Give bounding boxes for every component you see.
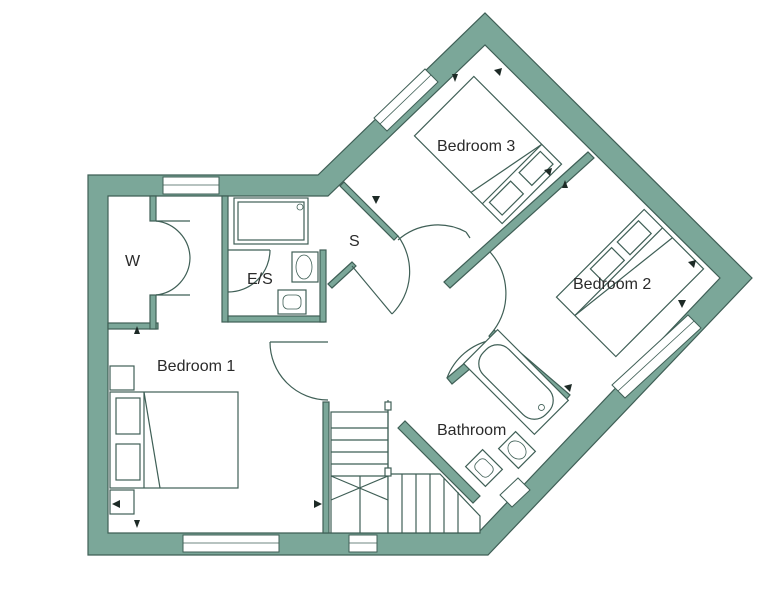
window-bedroom1 — [182, 534, 280, 553]
ensuite-wc — [277, 289, 307, 315]
label-storage: S — [349, 233, 360, 250]
window-bedroom2 — [611, 314, 702, 399]
staircase — [330, 400, 481, 534]
dimension-arrows — [112, 68, 696, 528]
bedroom1-bedside-bottom — [109, 489, 135, 515]
label-ensuite: E/S — [247, 271, 273, 288]
bathroom-basin — [497, 430, 537, 470]
window-bedroom3 — [373, 68, 439, 132]
bathroom-wc — [464, 448, 504, 488]
window-landing — [348, 534, 378, 553]
label-bedroom2: Bedroom 2 — [573, 276, 651, 293]
bedroom1-bedside-top — [109, 365, 135, 391]
label-bedroom1: Bedroom 1 — [157, 358, 235, 375]
furniture — [109, 75, 705, 515]
label-wardrobe: W — [125, 253, 141, 270]
label-bathroom: Bathroom — [437, 422, 506, 439]
bedroom3-bed — [413, 75, 563, 225]
internal-walls — [107, 151, 595, 534]
window-wardrobe — [162, 176, 220, 195]
outer-walls — [87, 12, 753, 556]
bedroom2-bed — [555, 208, 705, 358]
room-labels: W E/S S Bedroom 1 Bedroom 3 Bedroom 2 Ba… — [125, 138, 651, 439]
windows — [162, 68, 702, 553]
label-bedroom3: Bedroom 3 — [437, 138, 515, 155]
ensuite-basin — [291, 251, 319, 283]
window-bathroom — [499, 477, 531, 508]
